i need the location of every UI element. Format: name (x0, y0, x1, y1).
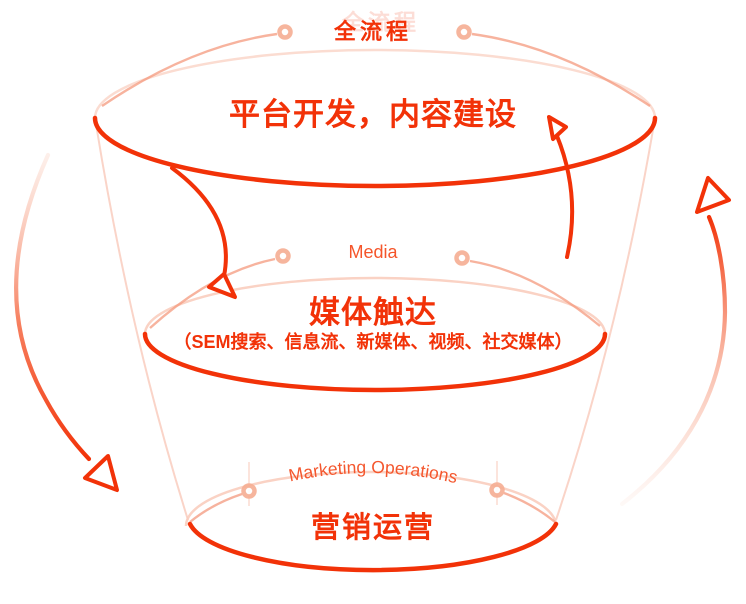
ring-middle-left (275, 248, 291, 264)
ring-bottom-right (489, 482, 505, 498)
top-ellipse-front-rim (92, 115, 658, 189)
ring-middle-right (454, 250, 470, 266)
bottom-ellipse-back-rim (184, 470, 558, 527)
funnel-right-wall (555, 123, 655, 521)
leader-top-right (471, 32, 651, 107)
cycle-arrow-right-up-icon (619, 176, 731, 507)
leader-rings (241, 24, 505, 499)
bottom-ellipse-front-rim (187, 521, 559, 573)
cycle-arrow-left-down-icon (13, 152, 119, 492)
leader-bottom-left (189, 492, 243, 523)
flow-arrow-down-icon (170, 166, 237, 299)
top-ellipse-back-rim (93, 48, 657, 119)
middle-ellipse-front-rim (142, 331, 608, 393)
leader-bottom-right (503, 491, 556, 523)
flow-arrow-up-icon (547, 115, 575, 259)
level-operations-en-label: Marketing Operations (287, 457, 460, 487)
leader-middle-right (469, 259, 601, 327)
ring-bottom-left (241, 483, 257, 499)
funnel-left-wall (95, 123, 189, 521)
ring-top-right (456, 24, 472, 40)
leader-top-left (101, 32, 278, 107)
ring-top-left (277, 24, 293, 40)
